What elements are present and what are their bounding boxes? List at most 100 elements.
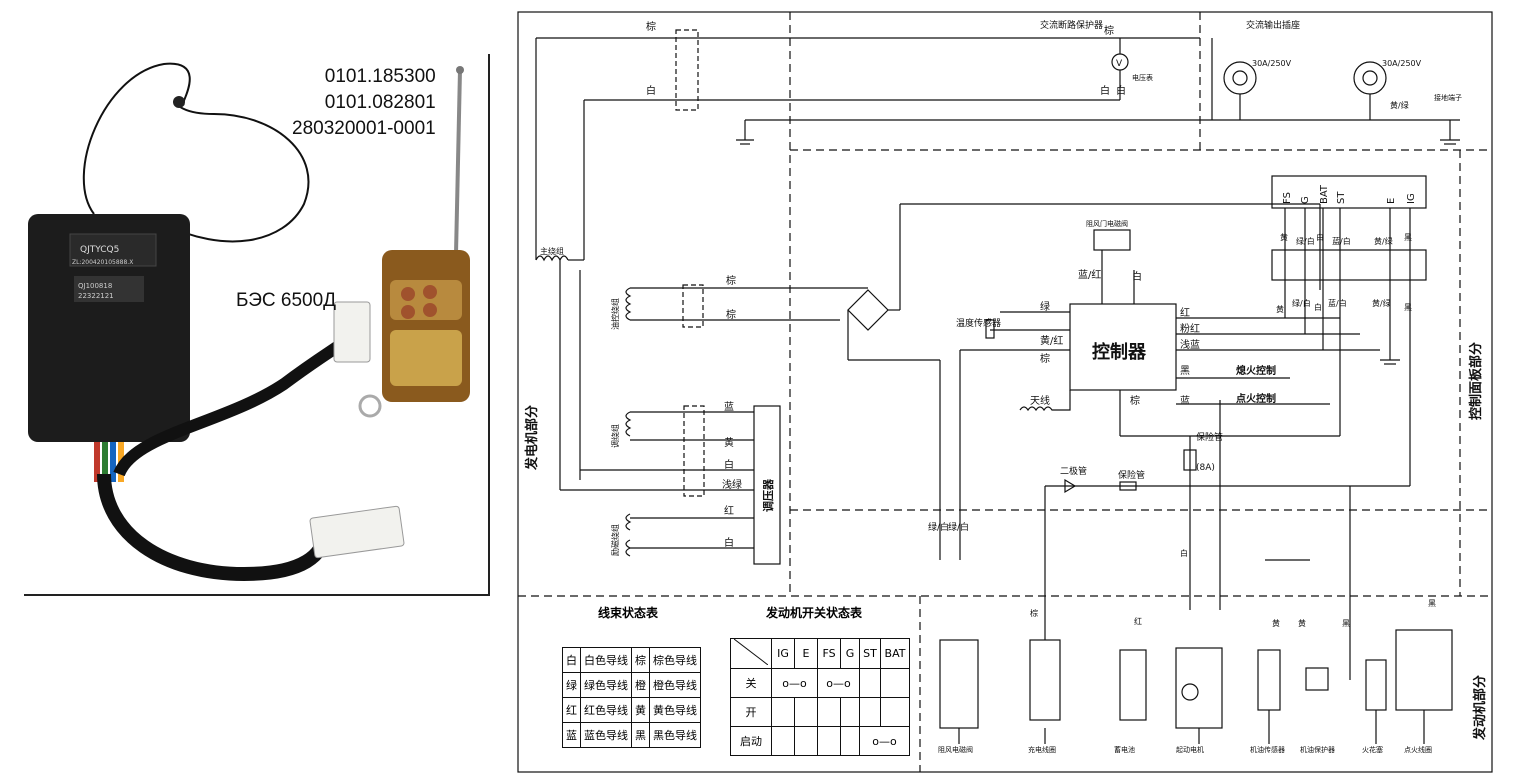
table-cell [840,726,860,756]
table-cell [859,668,881,698]
table-cell: 白 [562,647,581,673]
table-cell [771,697,795,727]
wire-label-bat: 白 [1316,232,1324,242]
label-yellow: 黄 [724,436,734,449]
wire-label-st: 蓝/白 [1332,236,1351,246]
table-row: 红红色导线黄黄色导线 [562,697,701,723]
fuse2-label: 保险管 [1196,431,1223,443]
solenoid-label: 阻风门电磁阀 [1086,219,1128,228]
table-cell: G [840,638,860,669]
stop-control-label: 熄火控制 [1236,364,1276,377]
table-cell [771,726,795,756]
table-cell: ST [859,638,881,669]
component-starter: 起动电机 [1176,745,1204,754]
table-cell: BAT [880,638,910,669]
component-charge-coil: 充电线圈 [1028,745,1056,754]
label-light-green: 浅绿 [722,478,742,491]
part-number-1: 0101.185300 [324,66,436,87]
device-brand: QJTYCQ5 [80,245,119,255]
voltmeter-v: V [1116,59,1123,69]
switch-table-title: 发动机开关状态表 [766,606,863,620]
terminal-bat: BAT [1319,184,1330,204]
wire-label-low-g: 绿/白 [1292,298,1311,308]
label-white-ctrl: 白 [1132,270,1142,283]
wire-label-g: 绿/白 [1296,236,1315,246]
panel-section-label: 控制面板部分 [1468,342,1484,420]
table-cell: 开 [730,697,772,727]
table-cell: 绿色导线 [580,672,632,698]
label-brown-top: 棕 [646,20,656,33]
table-cell: o—o [771,668,818,698]
temp-sensor-label: 温度传感器 [956,317,1001,329]
part-number-3: 280320001-0001 [292,118,436,139]
table-cell: 启动 [730,726,772,756]
table-cell: IG [771,638,795,669]
model-label: БЭС 6500Д [236,290,337,311]
label-white-gen-b: 白 [724,536,734,549]
label-red-ctrl: 红 [1180,306,1190,319]
label-blue: 蓝 [724,401,734,413]
part-number-2: 0101.082801 [324,92,436,113]
table-cell: 棕色导线 [649,647,701,673]
table-cell: 黑 [631,722,650,748]
table-cell: 红色导线 [580,697,632,723]
table-cell: E [794,638,818,669]
terminal-st: ST [1336,191,1347,204]
table-cell: 黄 [631,697,650,723]
wire-label-low-e: 黄/绿 [1372,298,1391,308]
table-cell [794,726,818,756]
component-oil-protector: 机油保护器 [1300,745,1335,754]
ground-terminal-label: 接地端子 [1434,93,1462,102]
label-yellow-red: 黄/红 [1040,334,1063,347]
outlet-rating-1: 30A/250V [1252,59,1292,68]
component-battery: 蓄电池 [1114,745,1135,754]
label-white-engine: 白 [1180,548,1188,558]
label-white-breaker: 白 [1100,84,1110,97]
photo-border-bottom [24,594,490,596]
label-white-top: 白 [646,84,656,97]
table-cell: 黑色导线 [649,722,701,748]
label-pink-red: 粉红 [1180,322,1200,335]
label-blue-red: 蓝/红 [1078,268,1101,281]
label-brown-a: 棕 [726,274,736,287]
wiring-diagram-svg: 棕 白 交流断路保护器 交流输出插座 棕 V 电压表 白 白 30A/250V … [517,11,1493,773]
harness-table: 白白色导线棕棕色导线 绿绿色导线橙橙色导线 红红色导线黄黄色导线 蓝蓝色导线黑黑… [562,647,701,748]
component-spark-plug: 火花塞 [1362,745,1383,754]
label-yellow-green: 黄/绿 [1390,100,1409,110]
table-cell: 橙色导线 [649,672,701,698]
field-winding-label: 励磁绕组 [610,524,620,556]
corner-cell [730,638,772,669]
terminal-ig: IG [1406,193,1417,204]
wire-label-low-bat: 白 [1314,302,1322,312]
outlet-label: 交流输出插座 [1246,19,1300,31]
label-brown-breaker: 棕 [1104,24,1114,37]
table-cell: 绿 [562,672,581,698]
terminal-g: G [1300,196,1311,204]
label-red-engine: 红 [1134,616,1142,626]
wire-label-low-st: 蓝/白 [1328,298,1347,308]
engine-section-label: 发动机部分 [1472,675,1488,741]
breaker-label: 交流断路保护器 [1040,19,1103,31]
label-green-white-1: 绿/白 [928,521,949,533]
label-brown-engine: 棕 [1030,608,1038,618]
table-cell: FS [817,638,841,669]
label-black-ctrl: 黑 [1180,365,1190,377]
label-brown-b: 棕 [726,308,736,321]
voltmeter-label: 电压表 [1132,73,1153,82]
label-yellow2-engine: 黄 [1298,618,1306,628]
component-ignition-coil: 点火线圈 [1404,745,1432,754]
table-cell: o—o [859,726,910,756]
table-cell: 关 [730,668,772,698]
label-brown-ctrl: 棕 [1040,352,1050,365]
table-row: IG E FS G ST BAT [730,638,910,669]
table-cell [880,697,910,727]
table-row: 绿绿色导线橙橙色导线 [562,672,701,698]
table-cell [817,726,841,756]
terminal-e: E [1386,198,1397,204]
table-row: 启动 o—o [730,726,910,756]
table-cell: 蓝 [562,722,581,748]
wire-label-fs: 黄 [1280,232,1288,242]
excitation-winding-label: 调绕组 [610,424,620,448]
table-cell: o—o [817,668,860,698]
